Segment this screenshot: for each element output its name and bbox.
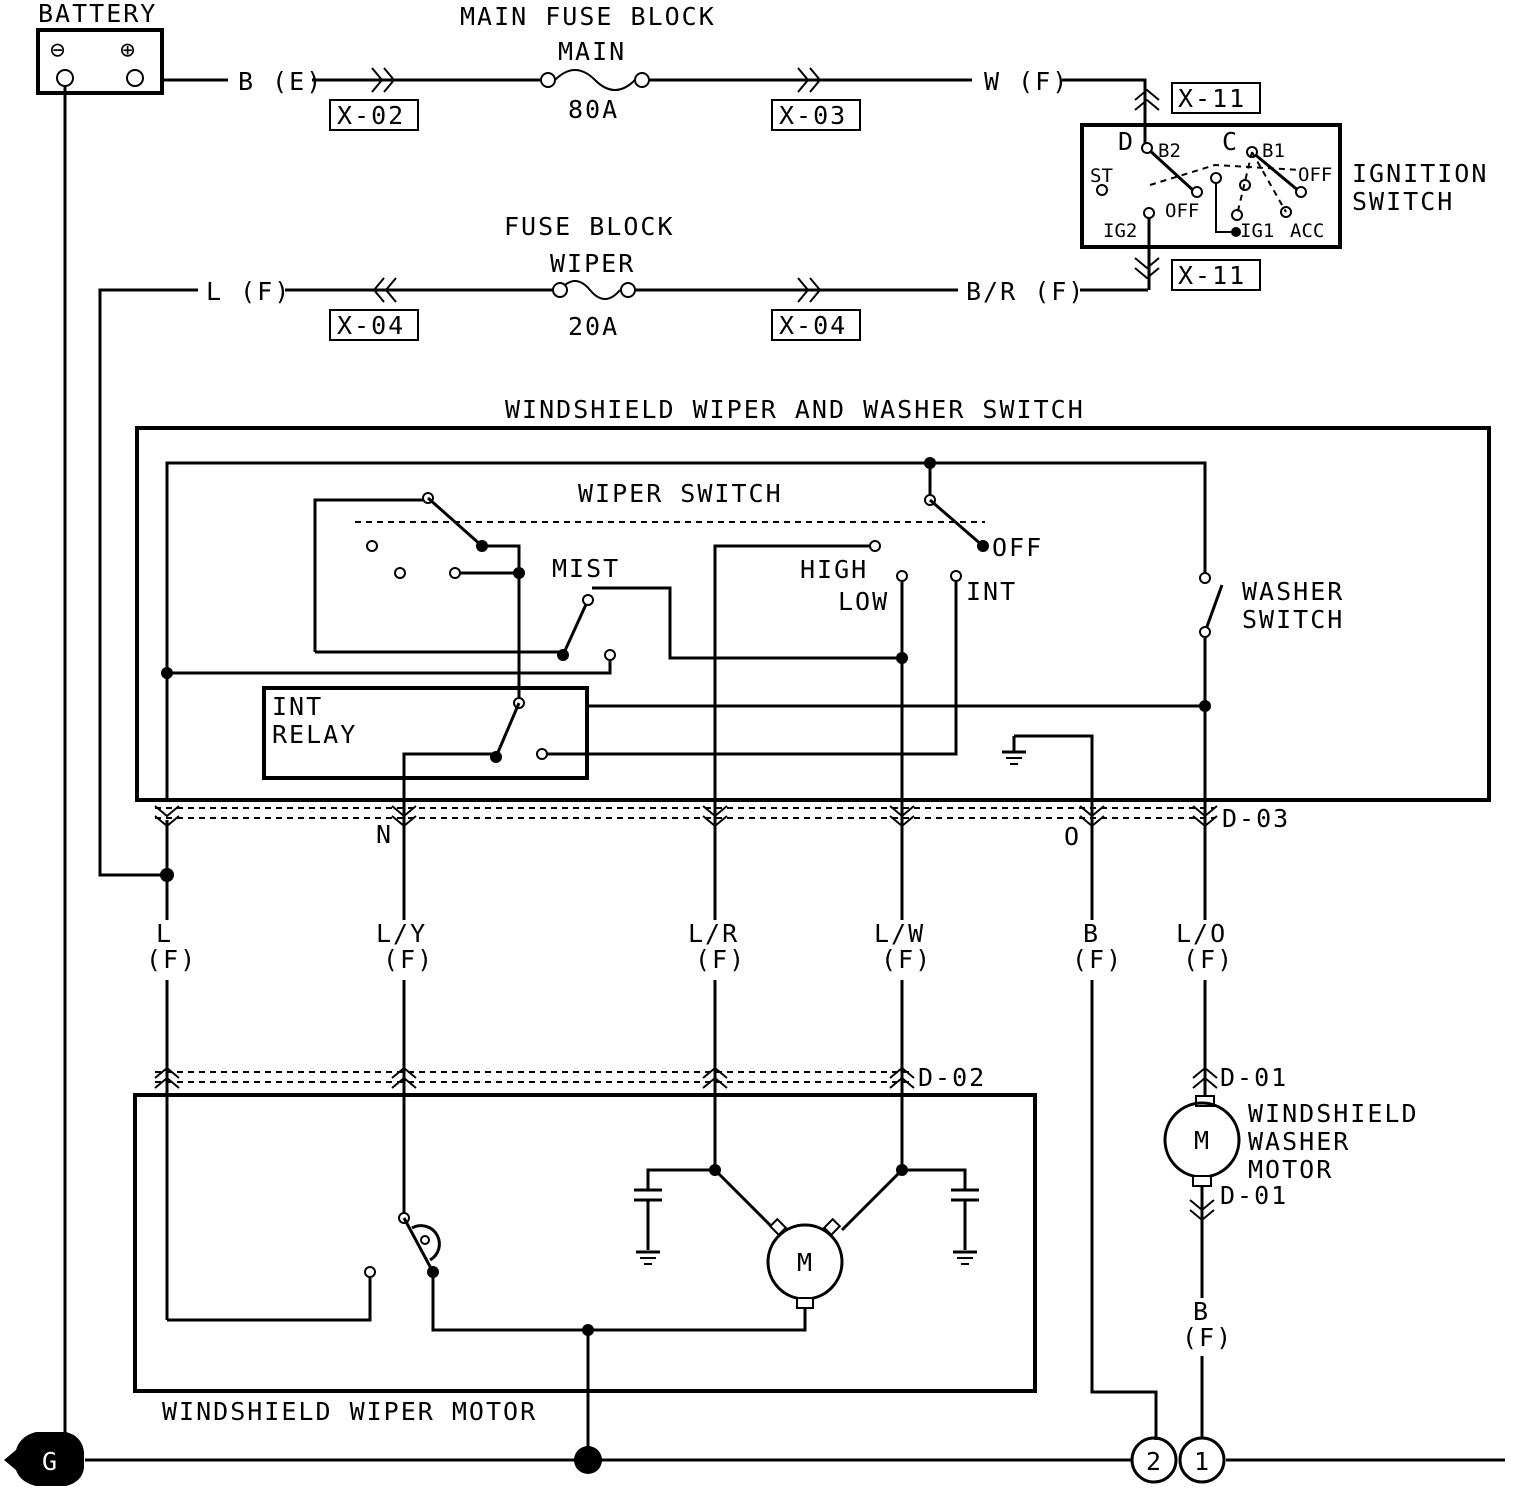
- wire-lw-f: (F): [881, 945, 932, 974]
- main-fuse-name: MAIN: [558, 37, 626, 66]
- wws-title: WINDSHIELD WIPER AND WASHER SWITCH: [505, 395, 1085, 424]
- off-label: OFF: [992, 533, 1043, 562]
- connector-x03: X-03: [779, 101, 847, 130]
- washer-label: WASHER: [1242, 577, 1344, 606]
- wire-b2-f: (F): [1182, 1323, 1233, 1352]
- wire-ly: L/Y: [376, 919, 427, 948]
- ign-b1: B1: [1262, 140, 1285, 162]
- ign-st: ST: [1090, 165, 1113, 187]
- ground-point-1: [1178, 1436, 1226, 1484]
- battery-label: BATTERY: [38, 0, 157, 28]
- wiper-fuse-name: WIPER: [550, 249, 635, 278]
- int-relay: [262, 686, 589, 780]
- ign-b2: B2: [1158, 140, 1181, 162]
- ign-c: C: [1222, 127, 1239, 156]
- wire-b: B: [1083, 919, 1100, 948]
- fuse-block-label: FUSE BLOCK: [504, 212, 675, 241]
- wire-l: L: [156, 919, 173, 948]
- connector-x04-a: X-04: [337, 311, 405, 340]
- ground-point-2-label: 2: [1146, 1447, 1163, 1476]
- connector-d01-top: D-01: [1220, 1063, 1288, 1092]
- int-relay-label-1: INT: [272, 692, 323, 721]
- connector-chevron: [371, 67, 396, 93]
- washer-motor-label-1: WINDSHIELD: [1248, 1099, 1419, 1128]
- washer-motor-label-2: WASHER: [1248, 1127, 1350, 1156]
- wire-b2: B: [1193, 1297, 1210, 1326]
- mist-label: MIST: [552, 554, 620, 583]
- wiper-motor-label: WINDSHIELD WIPER MOTOR: [162, 1397, 537, 1426]
- main-fuse-block-label: MAIN FUSE BLOCK: [460, 2, 716, 31]
- battery-plus: ⊕: [120, 35, 137, 64]
- connector-d03: D-03: [1222, 804, 1290, 833]
- low-label: LOW: [838, 587, 889, 616]
- ignition-switch: X-11 X-11 D B2 C B1 OFF OFF ST IG2 IG1 A…: [1080, 82, 1488, 291]
- washer-switch-label: SWITCH: [1242, 605, 1344, 634]
- ign-ig2: IG2: [1103, 220, 1137, 242]
- ignition-switch-label: SWITCH: [1352, 187, 1454, 216]
- ignition-label: IGNITION: [1352, 159, 1488, 188]
- ign-acc: ACC: [1290, 220, 1324, 242]
- wiper-fuse-icon: [559, 280, 621, 300]
- washer-motor-label-3: MOTOR: [1248, 1155, 1333, 1184]
- ground-g-label: G: [42, 1447, 59, 1476]
- connector-x04-b: X-04: [779, 311, 847, 340]
- main-fuse-icon: [554, 69, 636, 91]
- connector-x02: X-02: [337, 101, 405, 130]
- wire-wf: W (F): [984, 67, 1069, 96]
- wire-b-f: (F): [1072, 945, 1123, 974]
- washer-motor-m: M: [1194, 1126, 1211, 1155]
- ign-ig1: IG1: [1240, 220, 1274, 242]
- wire-lw: L/W: [874, 919, 925, 948]
- wire-lo-f: (F): [1183, 945, 1234, 974]
- ground-point-1-label: 1: [1194, 1447, 1211, 1476]
- wiper-washer-switch: WINDSHIELD WIPER AND WASHER SWITCH WIPER…: [135, 395, 1491, 820]
- wire-be: B (E): [238, 67, 323, 96]
- pin-n: N: [376, 820, 393, 849]
- connector-x11-top: X-11: [1178, 84, 1246, 113]
- ign-d: D: [1118, 127, 1135, 156]
- wire-lr: L/R: [688, 919, 739, 948]
- wiper-fuse-rating: 20A: [568, 312, 619, 341]
- connector-d02: D-02: [918, 1063, 986, 1092]
- ground-point-2: [1130, 1436, 1178, 1484]
- wire-l-f: (F): [146, 945, 197, 974]
- wire-lr-f: (F): [695, 945, 746, 974]
- wiper-motor: WINDSHIELD WIPER MOTOR M: [133, 1093, 1037, 1460]
- wiper-switch-label: WIPER SWITCH: [578, 479, 783, 508]
- ground-g-icon: [4, 1432, 84, 1486]
- connector-x11-bottom: X-11: [1178, 261, 1246, 290]
- wire-lf-top: L (F): [206, 277, 291, 306]
- wire-lo: L/O: [1176, 919, 1227, 948]
- ign-off-2: OFF: [1165, 200, 1199, 222]
- ign-off-1: OFF: [1298, 164, 1332, 186]
- battery: BATTERY ⊖ ⊕: [36, 0, 164, 95]
- washer-motor: D-01 M D-01 WINDSHIELD WASHER MOTOR B (F…: [1163, 1063, 1419, 1438]
- int-relay-label-2: RELAY: [272, 720, 357, 749]
- wiper-motor-m: M: [797, 1248, 814, 1277]
- connector-d01-bottom: D-01: [1220, 1181, 1288, 1210]
- wire-brf: B/R (F): [966, 277, 1085, 306]
- wire-ly-f: (F): [383, 945, 434, 974]
- battery-minus: ⊖: [50, 35, 67, 64]
- main-fuse-rating: 80A: [568, 95, 619, 124]
- int-label: INT: [966, 577, 1017, 606]
- pin-o: O: [1064, 822, 1081, 851]
- high-label: HIGH: [800, 555, 868, 584]
